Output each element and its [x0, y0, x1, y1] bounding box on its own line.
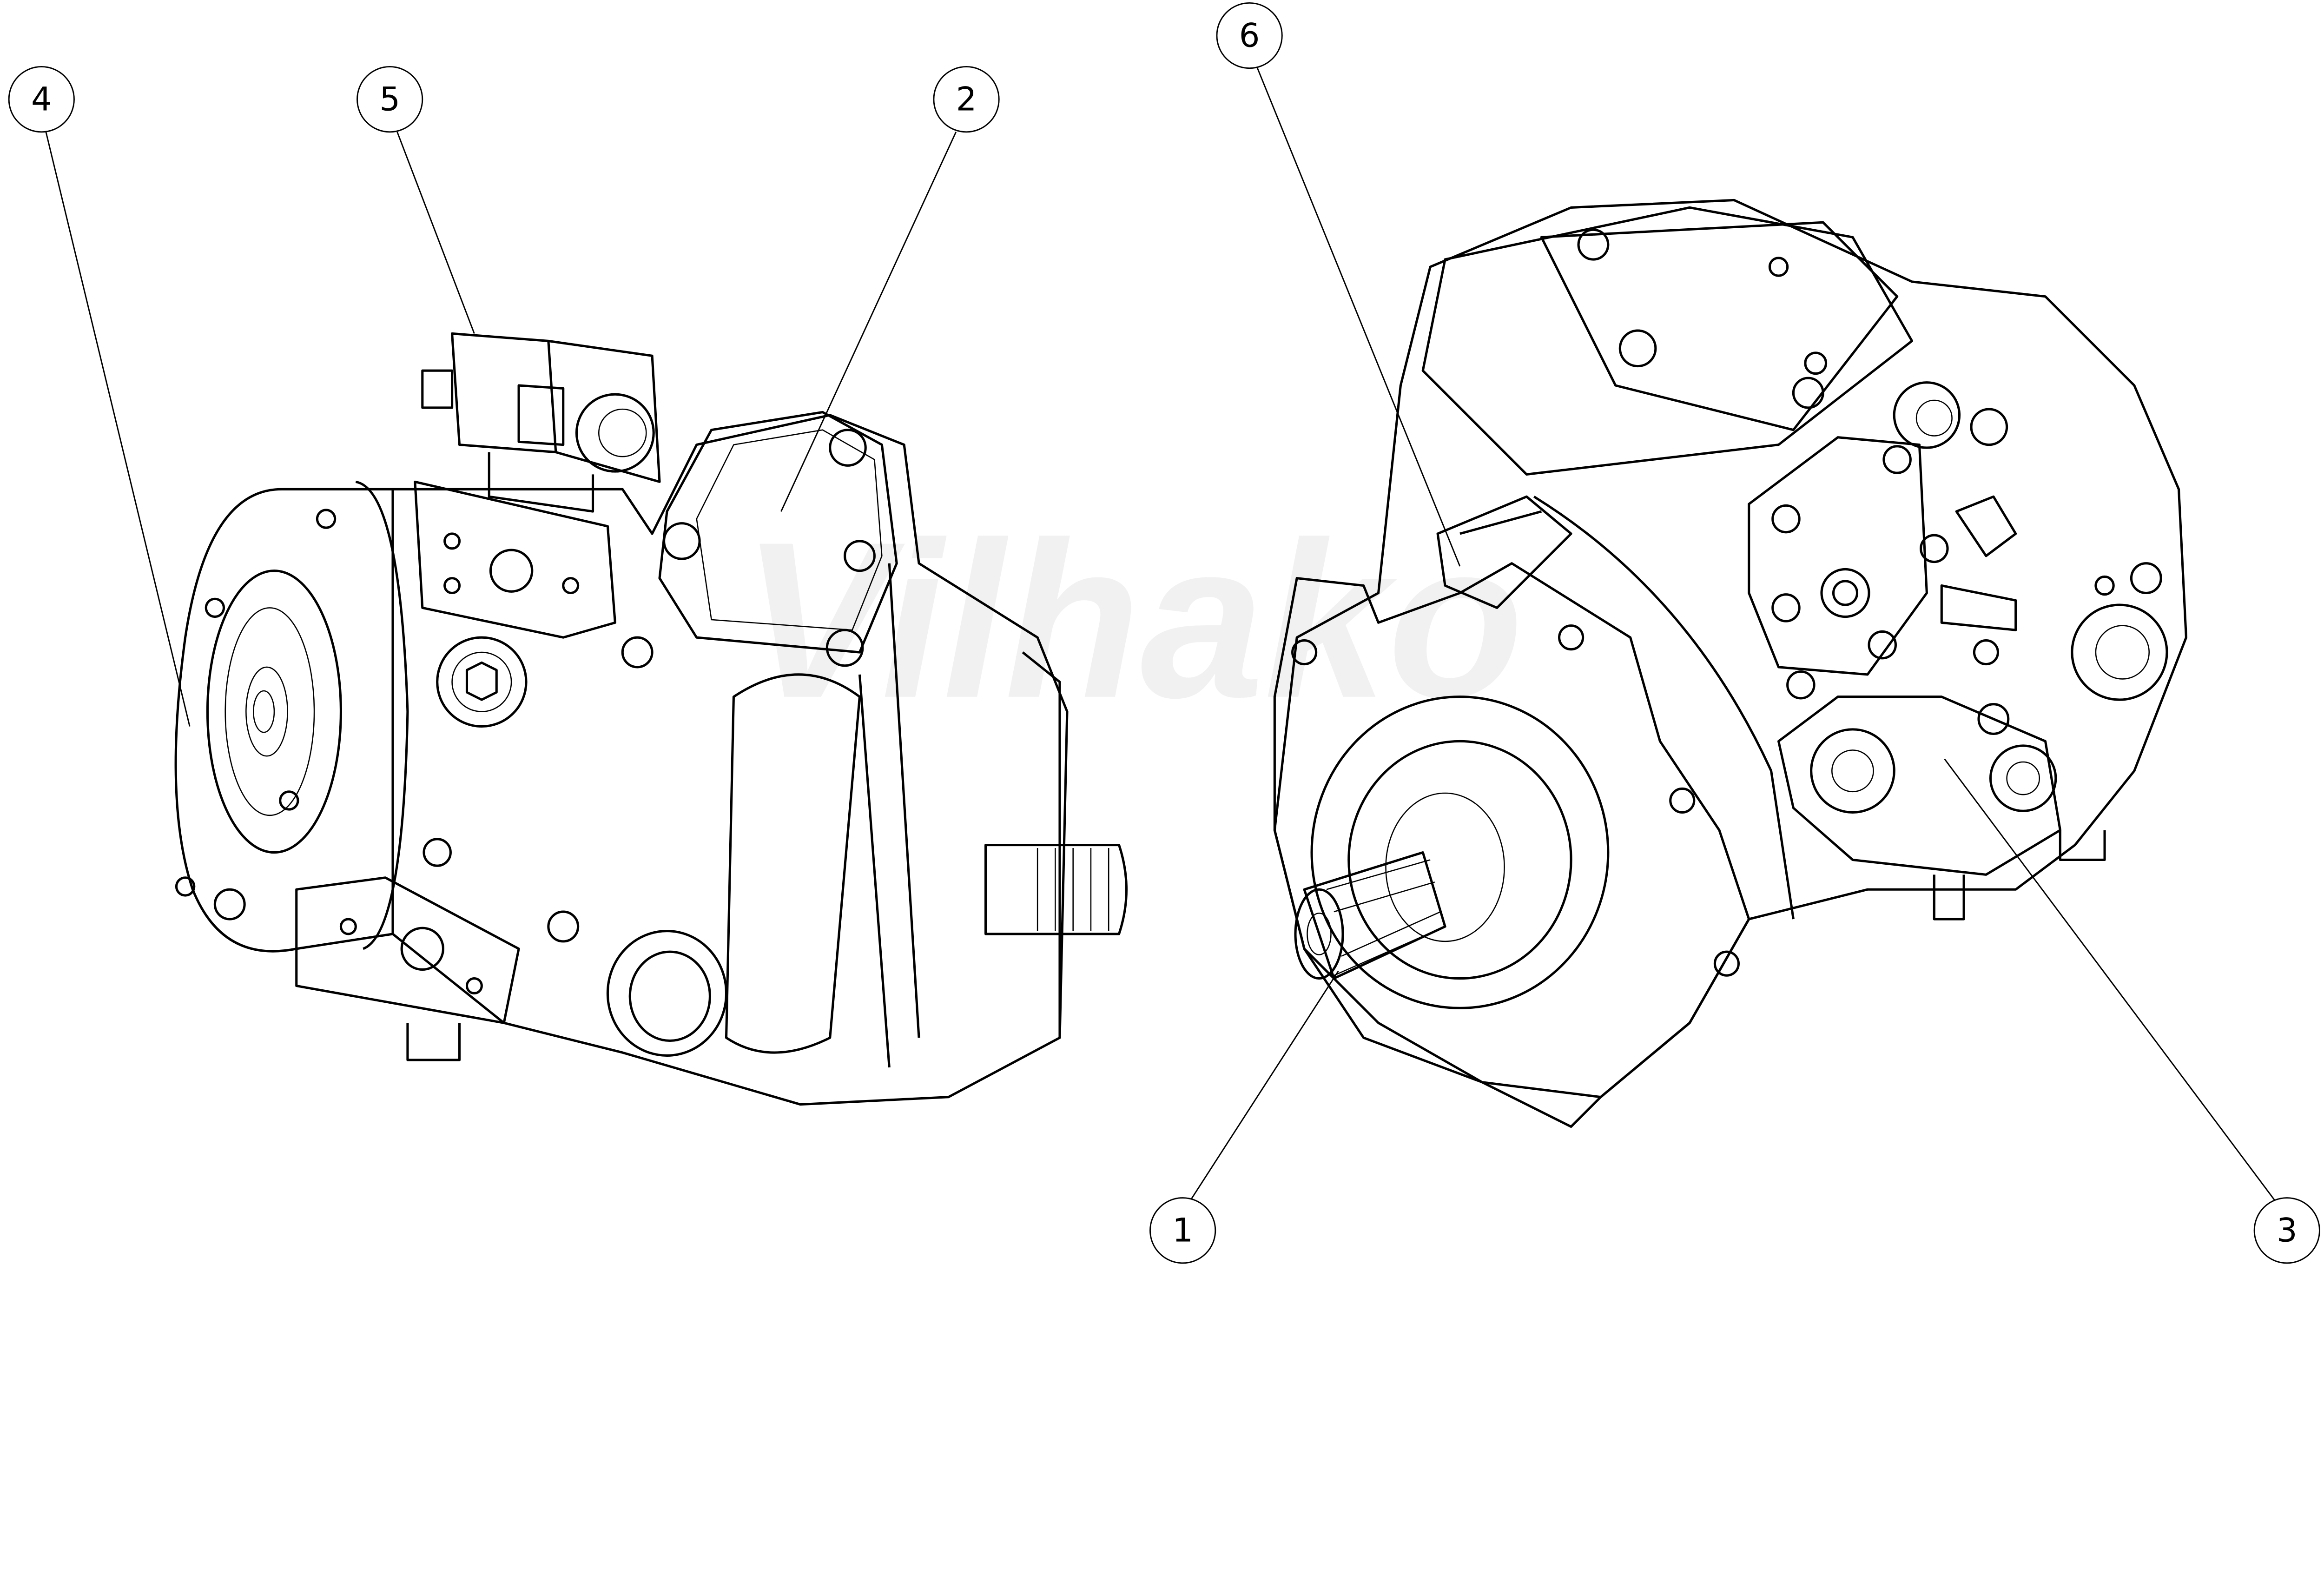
pump-diagram: Vilhako [8, 2, 2320, 1264]
callout-label: 5 [379, 80, 400, 119]
callout-6: 6 [1216, 2, 1283, 69]
callout-1: 1 [1149, 1197, 1216, 1264]
callout-label: 1 [1172, 1212, 1193, 1250]
callout-label: 2 [956, 80, 977, 119]
callout-3: 3 [2253, 1197, 2320, 1264]
callout-label: 3 [2277, 1212, 2298, 1250]
callout-5: 5 [357, 66, 423, 133]
right-pump-drawing [1273, 199, 2187, 1128]
leader-lines [45, 66, 2276, 1201]
left-pump-drawing [174, 332, 1128, 1106]
callout-label: 4 [31, 80, 52, 119]
callout-label: 6 [1239, 17, 1260, 55]
watermark-logo: Vilhako [741, 496, 1523, 744]
callout-4: 4 [8, 66, 75, 133]
callout-2: 2 [933, 66, 1000, 133]
